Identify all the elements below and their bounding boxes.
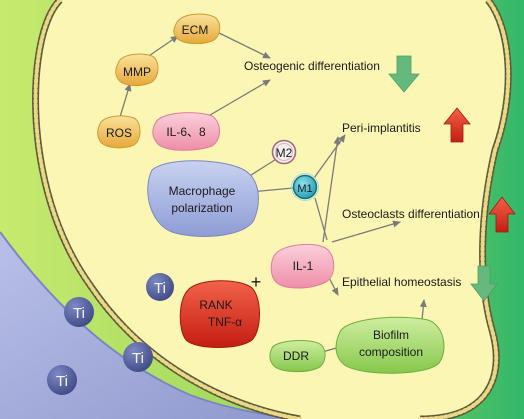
ti-particle-label: Ti: [73, 305, 85, 322]
ti-particle-label: Ti: [154, 280, 166, 297]
node-il6-8-label: IL-6、8: [166, 125, 206, 139]
node-ros-label: ROS: [106, 126, 132, 140]
node-il1-label: IL-1: [293, 259, 314, 273]
node-macrophage-label-line1: Macrophage: [169, 184, 236, 198]
connector-m1-il1: [314, 197, 328, 241]
outcome-osteogenic-label: Osteogenic differentiation: [244, 59, 380, 73]
cell-membrane-dots: [33, 0, 511, 419]
ti-particle: Ti: [47, 365, 77, 395]
arrow-up-icon: [488, 196, 516, 233]
titanium-surface-edge: [0, 231, 301, 419]
ti-particle-label: Ti: [56, 373, 68, 390]
ti-particle-label: Ti: [132, 350, 144, 367]
connector-ros-mmp: [119, 83, 132, 118]
arrow-down-icon: [470, 265, 498, 302]
ti-particle: Ti: [146, 273, 174, 301]
node-ddr-label: DDR: [283, 349, 309, 363]
outcome-osteoclasts-label: Osteoclasts differentiation: [342, 207, 480, 221]
node-mmp: MMP: [115, 53, 159, 87]
node-il6-8: IL-6、8: [152, 112, 220, 151]
arrow-down-icon: [388, 55, 420, 93]
node-mmp-label: MMP: [123, 65, 151, 79]
node-ddr: DDR: [269, 340, 326, 373]
ti-particle: Ti: [64, 297, 94, 327]
node-macrophage-polarization: Macrophage polarization: [147, 160, 259, 237]
node-ecm: ECM: [173, 13, 221, 45]
arrow-up-icon: [443, 107, 471, 143]
node-m1: M1: [291, 173, 319, 201]
node-m2: M2: [271, 139, 297, 165]
node-rank-label-line2: TNF-α: [208, 315, 242, 329]
plus-sign: +: [251, 272, 262, 292]
node-macrophage-label-line2: polarization: [171, 201, 232, 215]
node-il1: IL-1: [270, 243, 335, 289]
cell-body: [35, 0, 509, 419]
connector-biofilm-epithelial: [419, 299, 427, 321]
node-ros: ROS: [97, 115, 141, 149]
titanium-surface: [0, 232, 300, 419]
connector-il6-osteogenic: [204, 79, 271, 119]
node-biofilm-composition: Biofilm composition: [335, 316, 445, 374]
ti-particle: Ti: [123, 342, 153, 372]
connector-il1-osteoclasts: [331, 220, 401, 243]
node-rank-tnf: RANK TNF-α: [179, 280, 260, 348]
node-m1-label: M1: [297, 183, 312, 195]
node-rank-label-line1: RANK: [199, 298, 232, 312]
node-biofilm-label-line1: Biofilm: [373, 328, 409, 342]
node-biofilm-label-line2: composition: [359, 345, 423, 359]
connector-il1-peri: [322, 136, 341, 243]
node-ecm-label: ECM: [182, 23, 209, 37]
outcome-epithelial-label: Epithelial homeostasis: [342, 275, 461, 289]
connector-ecm-osteogenic: [216, 31, 271, 59]
node-m2-label: M2: [276, 146, 293, 160]
outcome-peri-implantitis-label: Peri-implantitis: [342, 121, 421, 135]
